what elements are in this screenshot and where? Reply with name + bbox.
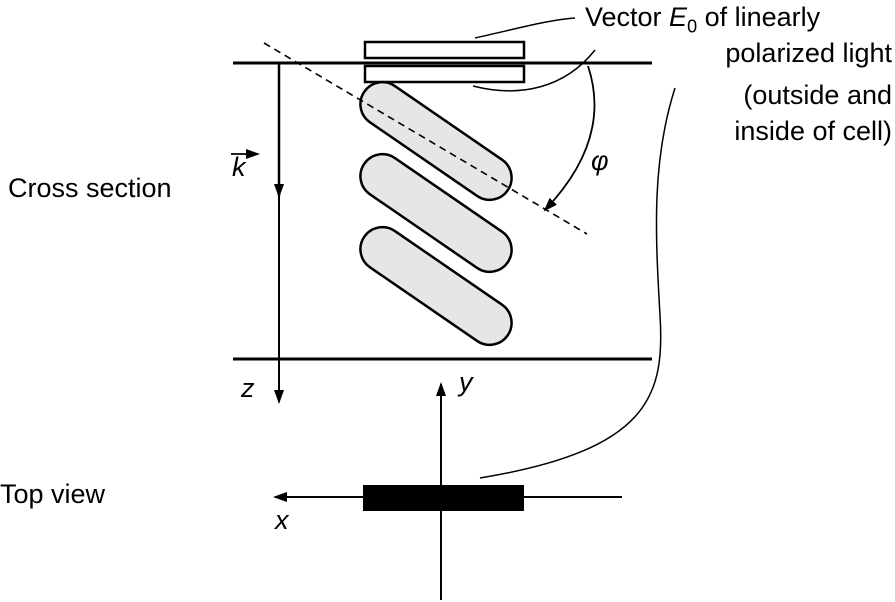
vector-callout-line4: inside of cell)	[734, 116, 892, 146]
e0-symbol: E	[669, 2, 688, 32]
polarizer-upper-plate	[363, 40, 526, 60]
callout-line-lower-plate	[472, 49, 596, 92]
molecule-2	[359, 152, 513, 274]
molecule-3	[359, 225, 513, 347]
callout-line-top-view	[479, 87, 676, 479]
molecule-group	[359, 80, 513, 347]
vector-callout-line3: (outside and	[743, 80, 892, 110]
y-axis-label: y	[459, 367, 473, 397]
z-axis-label: z	[241, 373, 255, 403]
angle-phi-label: φ	[591, 146, 609, 176]
molecule-1	[359, 80, 513, 202]
vector-callout-line2: polarized light	[725, 38, 892, 68]
polarizer-lower-plate	[363, 64, 526, 84]
e0-subscript: 0	[687, 16, 698, 37]
top-view-label: Top view	[0, 479, 106, 509]
vector-callout-line1: Vector E0 of linearly	[585, 2, 821, 37]
polarizer-top-view	[363, 485, 524, 511]
director-dashed-line	[263, 42, 588, 235]
wave-vector-label: k	[232, 152, 246, 182]
x-axis-label: x	[275, 505, 289, 535]
angle-phi-arc	[543, 65, 596, 212]
callout-line-upper-plate	[474, 17, 576, 39]
cross-section-label: Cross section	[8, 173, 172, 203]
